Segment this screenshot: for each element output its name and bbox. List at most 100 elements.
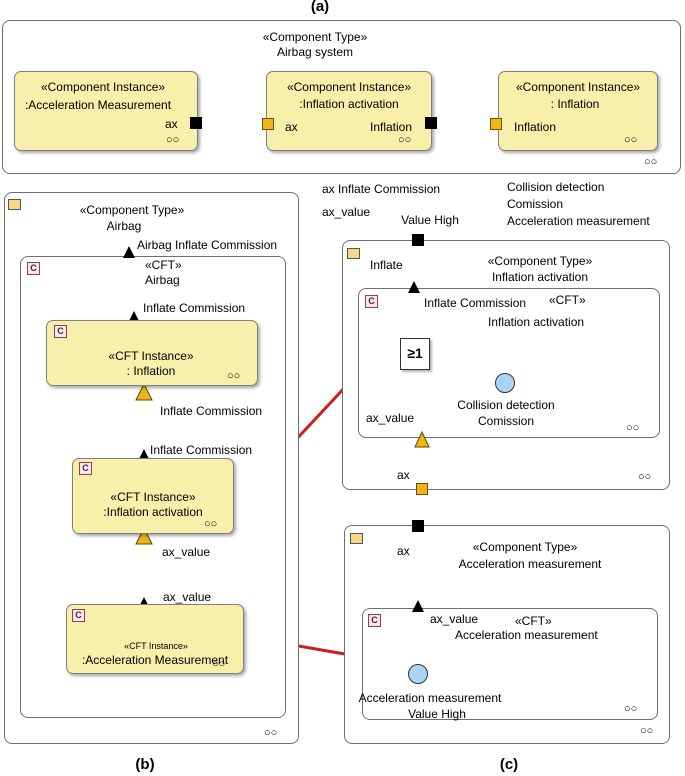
cft-instance-icon: C: [79, 462, 92, 475]
input-port-triangle: [414, 430, 430, 448]
comission-label: Comission: [507, 197, 564, 211]
airbag-stereotype: «Component Type»: [79, 203, 185, 217]
infinity-icon: ○○: [624, 703, 638, 715]
input-port-triangle: [135, 526, 153, 545]
cft-name: Inflation activation: [488, 315, 585, 329]
basic-event-label: Collision detection: [457, 398, 555, 412]
acceleration-measurement-label: Acceleration measurement: [507, 214, 650, 228]
basic-event-label: Acceleration measurement: [358, 691, 502, 705]
output-port-inflate[interactable]: [412, 234, 424, 246]
instance-stereotype: «Component Instance»: [40, 80, 166, 94]
infinity-icon: ○○: [638, 471, 652, 483]
cft-instance-name: : Inflation: [126, 364, 176, 378]
figure-label-c: (c): [499, 756, 519, 773]
output-port-triangle: [123, 246, 135, 258]
airbag-name: Airbag: [106, 219, 142, 233]
output-port-ax[interactable]: [190, 117, 202, 129]
inflate-commission-label: Inflate Commission: [424, 296, 527, 310]
cft-instance-stereotype: «CFT Instance»: [108, 349, 194, 363]
port-label-inflation: Inflation: [370, 120, 413, 134]
output-port-triangle: [412, 600, 424, 612]
component-type-icon: [350, 533, 363, 544]
component-type-stereotype: «Component Type»: [487, 254, 593, 268]
inflate-port-label: Inflate: [370, 258, 403, 272]
ax-inflate-commission-label: ax Inflate Commission: [322, 182, 441, 196]
cft-name: Airbag: [145, 273, 180, 287]
basic-event-acceleration[interactable]: [408, 664, 428, 684]
component-instance-acceleration[interactable]: [14, 71, 198, 151]
infinity-icon: ○○: [626, 422, 640, 434]
ax-port-label: ax: [397, 544, 410, 558]
infinity-icon: ○○: [644, 156, 658, 168]
figure-label-b: (b): [135, 756, 155, 773]
inflate-commission-label: Inflate Commission: [160, 404, 263, 418]
ax-value-label: ax_value: [430, 612, 479, 626]
component-type-icon: [8, 199, 21, 210]
inflate-commission-label: Inflate Commission: [150, 443, 253, 457]
component-type-name: Acceleration measurement: [458, 557, 602, 571]
cft-stereotype: «CFT»: [515, 614, 552, 628]
instance-name: :Acceleration Measurement: [24, 98, 172, 112]
basic-event-label: Value High: [408, 707, 466, 721]
cft-icon: C: [365, 295, 378, 308]
input-port-inflation[interactable]: [490, 118, 502, 130]
figure-label-a: (a): [310, 0, 330, 15]
cft-instance-icon: C: [72, 609, 85, 622]
airbag-inflate-commission-label: Airbag Inflate Commission: [137, 238, 278, 252]
component-instance-inflation-activation[interactable]: [266, 71, 432, 151]
port-label-ax: ax: [165, 117, 178, 131]
component-type-stereotype: «Component Type»: [472, 540, 578, 554]
port-label-inflation: Inflation: [514, 120, 557, 134]
cft-stereotype: «CFT»: [549, 293, 586, 307]
instance-name: : Inflation: [550, 97, 600, 111]
cft-name: Acceleration measurement: [455, 628, 598, 642]
or-gate[interactable]: [400, 338, 430, 370]
component-instance-inflation[interactable]: [498, 71, 658, 151]
input-port-triangle: [135, 382, 153, 401]
infinity-icon: ○○: [166, 134, 180, 146]
inflate-commission-label: Inflate Commission: [143, 301, 246, 315]
instance-stereotype: «Component Instance»: [515, 80, 641, 94]
infinity-icon: ○○: [624, 134, 638, 146]
infinity-icon: ○○: [264, 727, 278, 739]
input-port-ax[interactable]: [262, 118, 274, 130]
ax-value-label: ax_value: [163, 590, 212, 604]
output-port-inflation[interactable]: [425, 117, 437, 129]
value-high-label: Value High: [401, 213, 459, 227]
infinity-icon: ○○: [640, 725, 654, 737]
infinity-icon: ○○: [398, 134, 412, 146]
cft-acceleration-measurement-frame[interactable]: [362, 608, 658, 720]
cft-instance-stereotype: «CFT Instance»: [110, 490, 196, 504]
output-port-ax[interactable]: [412, 520, 424, 532]
instance-name: :Inflation activation: [299, 97, 399, 111]
component-type-icon: [347, 248, 360, 259]
collision-detection-label: Collision detection: [507, 180, 605, 194]
airbag-system-name: Airbag system: [276, 45, 354, 59]
output-port-triangle: [408, 281, 420, 293]
cft-instance-inflation-activation[interactable]: [72, 458, 234, 534]
cft-stereotype: «CFT»: [145, 258, 182, 272]
ax-value-label: ax_value: [366, 411, 415, 425]
cft-instance-stereotype: «CFT Instance»: [124, 641, 188, 651]
infinity-icon: ○○: [212, 658, 226, 670]
input-port-ax[interactable]: [416, 483, 428, 495]
basic-event-label: Comission: [477, 414, 535, 428]
basic-event-collision[interactable]: [495, 373, 515, 393]
cft-instance-acceleration-measurement[interactable]: [66, 604, 244, 674]
ax-port-label: ax: [397, 468, 410, 482]
cft-icon: C: [27, 262, 40, 275]
cft-instance-name: :Acceleration Measurement: [81, 653, 229, 667]
ax-value-label: ax_value: [162, 545, 211, 559]
instance-stereotype: «Component Instance»: [286, 80, 412, 94]
component-type-name: Inflation activation: [491, 270, 589, 284]
port-label-ax: ax: [285, 120, 298, 134]
cft-instance-inflation[interactable]: [46, 320, 258, 386]
infinity-icon: ○○: [204, 518, 218, 530]
infinity-icon: ○○: [227, 370, 241, 382]
cft-instance-name: :Inflation activation: [103, 505, 203, 519]
cft-instance-icon: C: [54, 325, 67, 338]
ax-value-label: ax_value: [322, 205, 371, 219]
cft-icon: C: [368, 614, 381, 627]
